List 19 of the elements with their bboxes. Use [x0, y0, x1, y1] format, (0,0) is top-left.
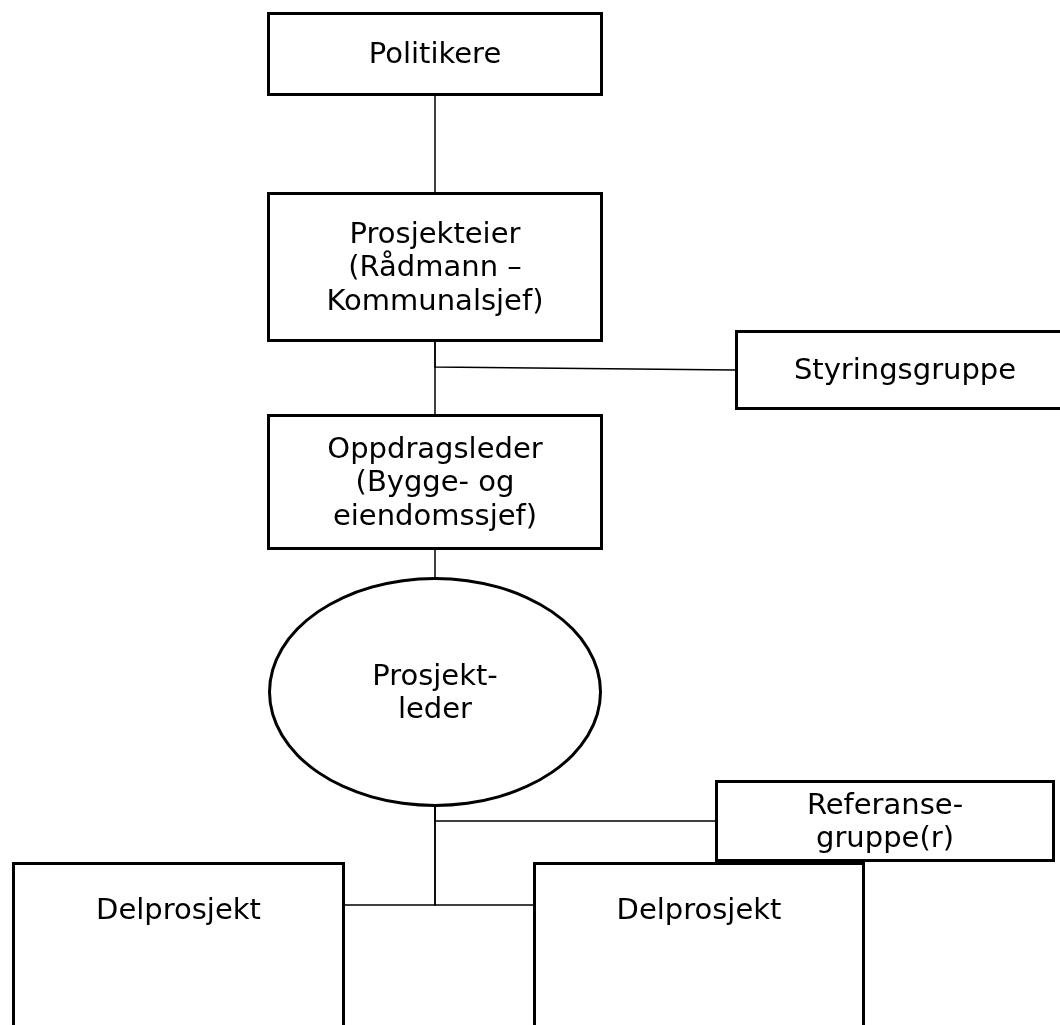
- box-node: [267, 414, 603, 550]
- node-label: Politikere: [368, 37, 502, 71]
- connector-line: [434, 549, 436, 578]
- box-node: [533, 862, 865, 1025]
- node-label: Referanse- gruppe(r): [805, 787, 965, 855]
- node-label: Styringsgruppe: [793, 353, 1017, 387]
- node-label: Oppdragsleder (Bygge- og eiendomssjef): [326, 432, 544, 532]
- box-node: [715, 780, 1055, 862]
- node-label: Prosjekt- leder: [371, 658, 499, 726]
- box-node: [267, 12, 603, 96]
- connector-line: [434, 341, 736, 371]
- box-node: [267, 192, 603, 342]
- node-label: Prosjekteier (Rådmann – Kommunalsjef): [325, 217, 545, 317]
- node-label: Delprosjekt: [616, 893, 782, 927]
- connector-line: [434, 806, 534, 906]
- box-node: [735, 330, 1060, 410]
- box-node: [12, 862, 345, 1025]
- connector-line: [434, 95, 436, 193]
- node-label: Delprosjekt: [96, 893, 261, 927]
